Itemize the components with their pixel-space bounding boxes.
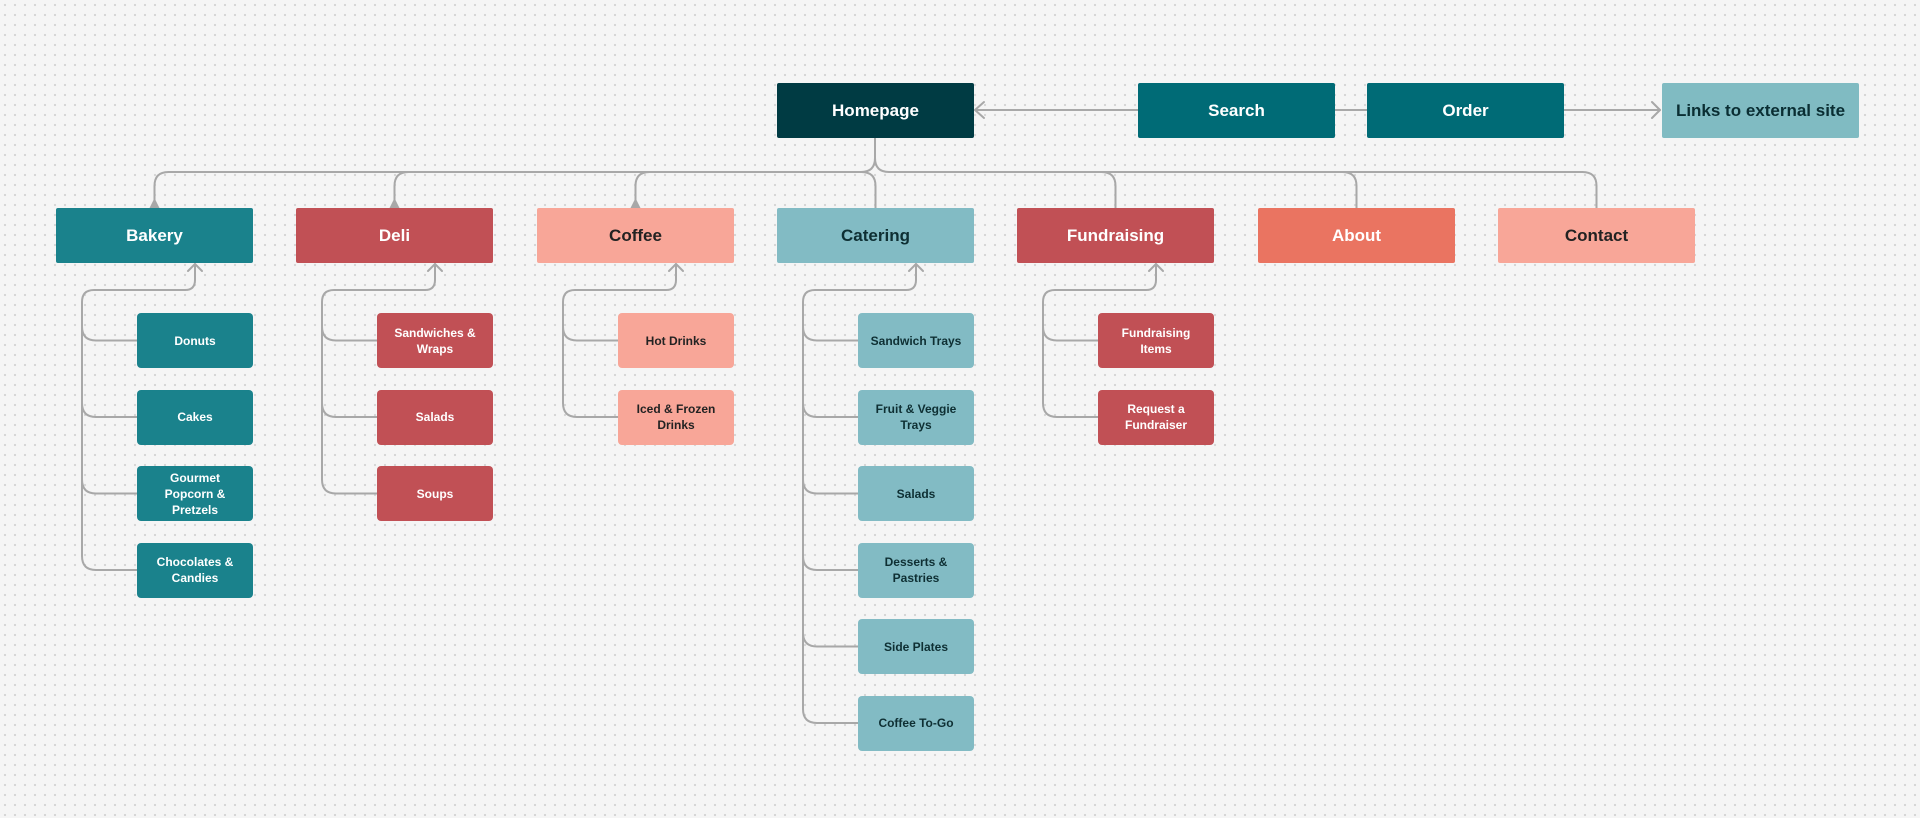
page-label: Hot Drinks <box>645 333 707 348</box>
page-label: Sandwich Trays <box>870 333 962 348</box>
section-fundraising[interactable]: Fundraising <box>1017 208 1214 263</box>
page-bakery-donuts[interactable]: Donuts <box>137 313 253 368</box>
branch-catering-fruit-veggie-trays <box>802 402 859 418</box>
page-label: Donuts <box>174 333 216 348</box>
page-bakery-chocolates-candies[interactable]: Chocolates & Candies <box>137 542 253 598</box>
section-label: Catering <box>841 225 910 245</box>
section-contact[interactable]: Contact <box>1498 208 1695 263</box>
page-label: Salads <box>896 486 936 501</box>
section-label: Deli <box>378 225 411 245</box>
page-label: Request a Fundraiser <box>1124 402 1187 432</box>
drop-deli <box>393 171 410 209</box>
drop-bakery <box>153 171 170 209</box>
page-fundraising-fundraising-items[interactable]: Fundraising Items <box>1098 313 1214 368</box>
page-label: Coffee To-Go <box>878 716 954 730</box>
section-label: Coffee <box>609 225 662 245</box>
section-catering[interactable]: Catering <box>777 208 974 263</box>
order-label: Order <box>1442 100 1489 120</box>
sub-arrowhead-catering <box>908 263 924 272</box>
page-label: Salads <box>415 410 455 424</box>
branch-bakery-gourmet-popcorn-pretzels <box>81 478 138 495</box>
homepage-label: Homepage <box>832 100 919 120</box>
order-node[interactable]: Order <box>1367 83 1564 138</box>
page-coffee-hot-drinks[interactable]: Hot Drinks <box>618 313 734 368</box>
section-label: About <box>1331 225 1382 245</box>
spine-catering <box>802 263 917 710</box>
arrowhead-deli <box>389 198 400 208</box>
page-coffee-iced-frozen-drinks[interactable]: Iced & Frozen Drinks <box>618 389 734 445</box>
page-catering-coffee-to-go[interactable]: Coffee To-Go <box>858 695 974 751</box>
page-bakery-cakes[interactable]: Cakes <box>137 389 253 445</box>
drop-coffee <box>634 171 651 209</box>
arrowhead-bakery <box>149 198 160 208</box>
page-label: Sandwiches & Wraps <box>394 325 476 356</box>
page-label: Chocolates & Candies <box>156 555 234 585</box>
section-coffee[interactable]: Coffee <box>537 208 734 263</box>
page-catering-salads[interactable]: Salads <box>858 466 974 521</box>
page-label: Soups <box>416 486 454 501</box>
page-fundraising-request-a-fundraiser[interactable]: Request a Fundraiser <box>1098 389 1214 445</box>
page-deli-soups[interactable]: Soups <box>377 466 493 521</box>
branch-catering-sandwich-trays <box>802 325 859 342</box>
spine-coffee <box>562 263 677 404</box>
page-bakery-gourmet-popcorn-pretzels[interactable]: Gourmet Popcorn & Pretzels <box>137 466 253 521</box>
branch-fundraising-request-a-fundraiser <box>1042 402 1099 418</box>
arrowhead-coffee <box>630 198 641 208</box>
page-label: Cakes <box>177 410 213 424</box>
section-label: Contact <box>1564 225 1629 245</box>
page-deli-salads[interactable]: Salads <box>377 389 493 445</box>
sub-arrowhead-coffee <box>668 263 684 272</box>
sub-arrowhead-deli <box>427 263 443 272</box>
branch-bakery-chocolates-candies <box>81 555 138 571</box>
section-label: Bakery <box>126 225 183 245</box>
page-catering-fruit-veggie-trays[interactable]: Fruit & Veggie Trays <box>858 389 974 445</box>
page-catering-side-plates[interactable]: Side Plates <box>858 619 974 674</box>
branch-catering-side-plates <box>802 631 859 648</box>
section-bakery[interactable]: Bakery <box>56 208 253 263</box>
drop-fundraising <box>1100 171 1117 209</box>
spine-fundraising <box>1042 263 1157 404</box>
page-catering-desserts-pastries[interactable]: Desserts & Pastries <box>858 542 974 598</box>
branch-bakery-donuts <box>81 325 138 342</box>
search-node[interactable]: Search <box>1138 83 1335 138</box>
page-label: Side Plates <box>883 639 949 654</box>
sub-arrowhead-bakery <box>187 263 203 272</box>
bus-left <box>167 157 876 173</box>
branch-deli-soups <box>321 478 378 495</box>
page-label: Desserts & Pastries <box>884 555 948 585</box>
page-label: Fundraising Items <box>1121 325 1191 356</box>
homepage-node[interactable]: Homepage <box>777 83 974 138</box>
branch-fundraising-fundraising-items <box>1042 325 1099 342</box>
page-deli-sandwiches-wraps[interactable]: Sandwiches & Wraps <box>377 313 493 368</box>
page-label: Fruit & Veggie Trays <box>875 402 957 432</box>
spine-bakery <box>81 263 196 557</box>
branch-coffee-iced-frozen-drinks <box>562 402 619 418</box>
bus-right <box>874 157 1584 173</box>
branch-catering-desserts-pastries <box>802 555 859 571</box>
page-label: Iced & Frozen Drinks <box>636 402 716 432</box>
branch-catering-salads <box>802 478 859 495</box>
spine-deli <box>321 263 436 481</box>
external-links-label: Links to external site <box>1675 100 1846 120</box>
drop-catering <box>860 171 877 209</box>
section-label: Fundraising <box>1066 225 1165 245</box>
page-catering-sandwich-trays[interactable]: Sandwich Trays <box>858 313 974 368</box>
external-arrowhead <box>1651 101 1661 119</box>
search-label: Search <box>1208 100 1265 120</box>
branch-coffee-hot-drinks <box>562 325 619 342</box>
sub-arrowhead-fundraising <box>1148 263 1164 272</box>
drop-about <box>1341 171 1358 209</box>
branch-deli-salads <box>321 402 378 418</box>
branch-deli-sandwiches-wraps <box>321 325 378 342</box>
drop-contact <box>1581 171 1598 209</box>
homepage-arrowhead <box>974 101 985 119</box>
page-label: Gourmet Popcorn & Pretzels <box>164 470 226 517</box>
branch-bakery-cakes <box>81 402 138 418</box>
branch-catering-coffee-to-go <box>802 708 859 724</box>
external-links-node[interactable]: Links to external site <box>1662 83 1859 138</box>
section-about[interactable]: About <box>1258 208 1455 263</box>
section-deli[interactable]: Deli <box>296 208 493 263</box>
